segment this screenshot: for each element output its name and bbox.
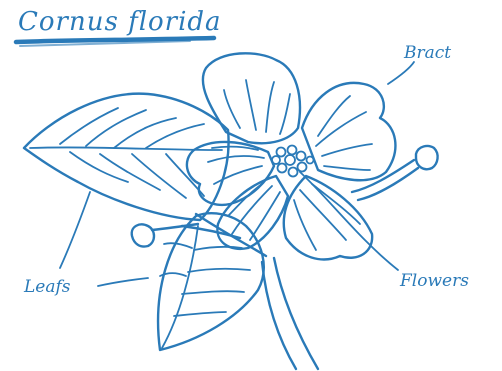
flower xyxy=(187,53,396,259)
flower-center xyxy=(272,146,314,177)
label-leafs: Leafs xyxy=(23,277,71,297)
flowers-leader xyxy=(300,172,398,270)
label-bract: Bract xyxy=(403,43,451,63)
label-flowers: Flowers xyxy=(399,271,469,291)
title-group: Cornus florida xyxy=(16,7,222,46)
left-leaf xyxy=(24,94,229,220)
leafs-leader-top xyxy=(60,192,90,268)
bract-leader xyxy=(388,62,414,84)
leafs-leader-bottom xyxy=(98,278,148,286)
title: Cornus florida xyxy=(18,7,222,37)
bottom-leaf xyxy=(158,213,264,350)
